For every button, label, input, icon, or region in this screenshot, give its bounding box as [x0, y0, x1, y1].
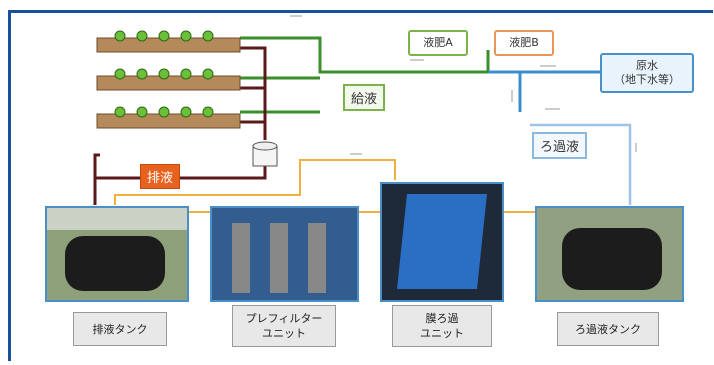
- raw-water-pipe: [488, 70, 600, 112]
- raw-water-box: 原水 （地下水等）: [600, 53, 694, 93]
- unit-label-prefilter: プレフィルター ユニット: [232, 305, 336, 347]
- sky-shape: [47, 208, 187, 230]
- filter-cylinder-1: [232, 223, 250, 293]
- fertilizer-b-box: 液肥B: [494, 30, 554, 56]
- filtrate-tag: ろ過液: [532, 132, 588, 159]
- filtrate-pipe: [530, 123, 632, 205]
- supply-tag: 給液: [343, 84, 386, 111]
- unit-label-filtrate-tank: ろ過液タンク: [557, 312, 659, 346]
- unit-label-membrane: 膜ろ過 ユニット: [392, 305, 492, 347]
- drain-pipes: [93, 46, 267, 205]
- process-pipes: [114, 159, 535, 213]
- flow-arrows: [290, 15, 637, 155]
- fertilizer-a-box: 液肥A: [408, 30, 468, 56]
- membrane-unit-photo: [380, 182, 504, 302]
- drain-tag: 排液: [140, 164, 181, 189]
- filter-cylinder-2: [270, 223, 288, 293]
- collection-tank: [252, 141, 278, 167]
- filter-cylinder-3: [308, 223, 326, 293]
- unit-label-drain-tank: 排液タンク: [73, 312, 167, 346]
- prefilter-unit-photo: [210, 206, 359, 302]
- black-tank-shape-2: [562, 228, 662, 290]
- plant-beds: [96, 30, 241, 129]
- drain-tank-photo: [45, 206, 189, 302]
- diagram-frame: [8, 10, 711, 361]
- filtrate-tank-photo: [535, 206, 684, 302]
- membrane-panel: [397, 194, 487, 289]
- supply-pipes: [240, 36, 490, 114]
- black-tank-shape: [65, 236, 165, 291]
